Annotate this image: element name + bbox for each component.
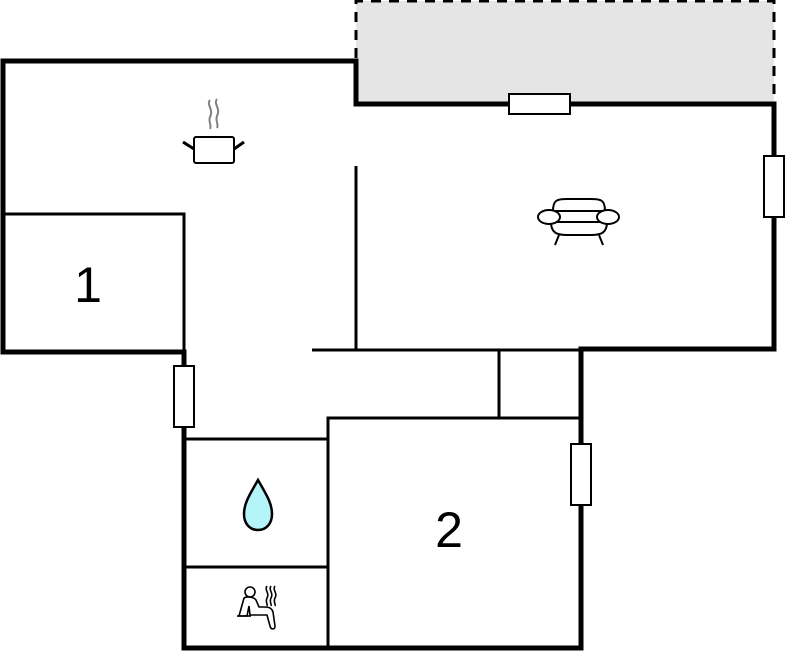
window-room2-east (570, 443, 592, 506)
sofa-icon (537, 198, 620, 246)
outer-walls (0, 58, 777, 651)
water-drop-icon (242, 477, 274, 532)
window-living-east (763, 155, 785, 218)
terrace (354, 0, 776, 102)
window-hall-west (173, 365, 195, 428)
room-label-1: 1 (74, 257, 102, 313)
windows (173, 93, 785, 506)
cooking-pot-icon (182, 98, 245, 164)
sauna-icon (237, 585, 277, 630)
interior-walls (3, 166, 581, 648)
room-label-2: 2 (435, 502, 463, 558)
window-terrace (508, 93, 571, 115)
